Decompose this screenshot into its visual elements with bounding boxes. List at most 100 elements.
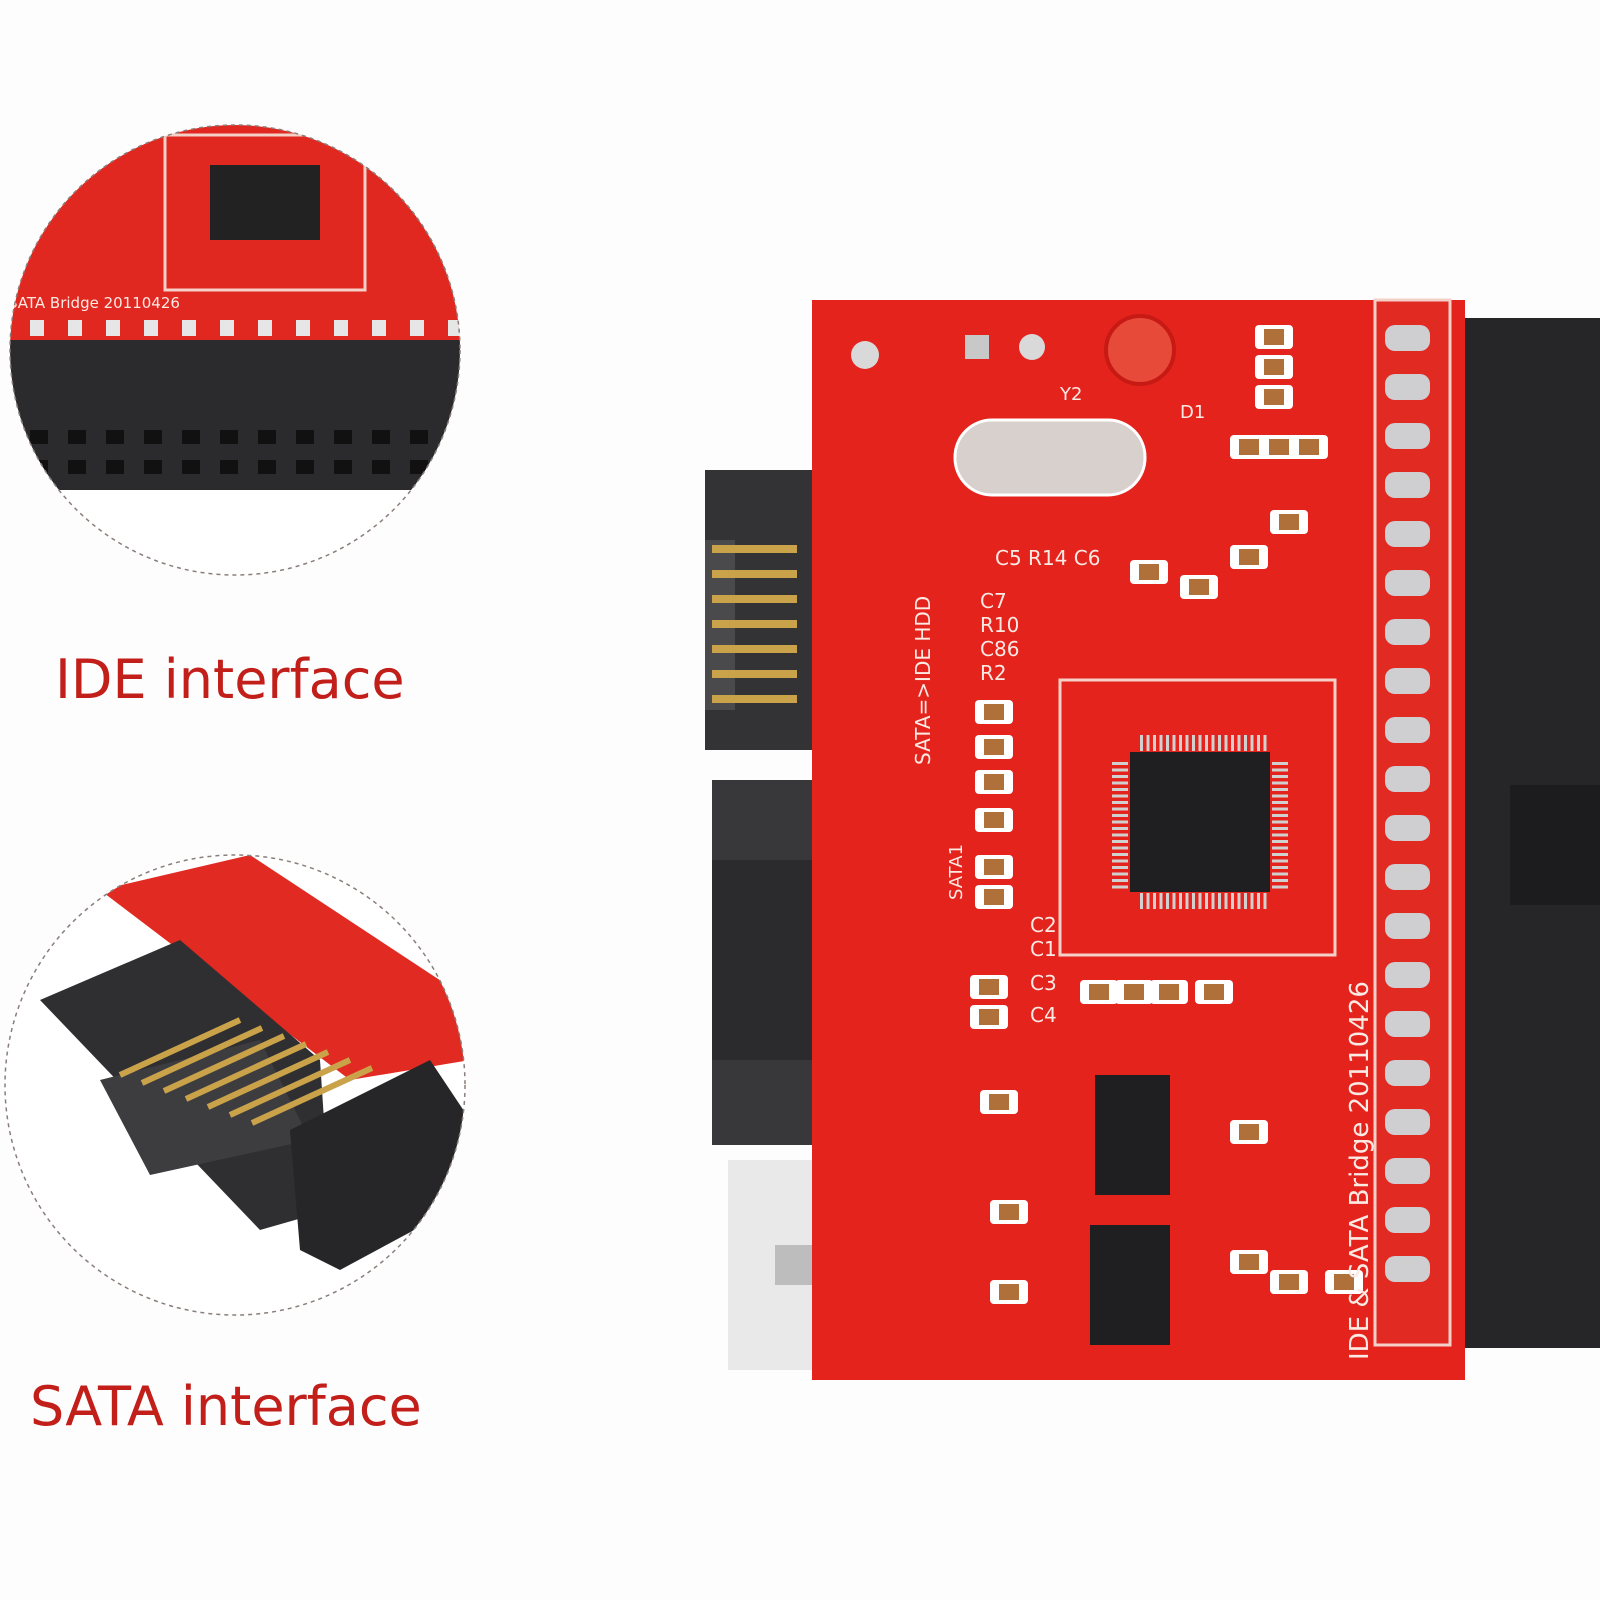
ide-interface-label: IDE interface — [55, 648, 405, 711]
chip-leg — [1218, 893, 1221, 909]
chip-leg — [1272, 762, 1288, 765]
header-hole — [258, 460, 276, 474]
smd-component — [1264, 389, 1284, 405]
silkscreen-c3: C3 — [1030, 971, 1057, 995]
gold-contact — [712, 620, 797, 628]
chip-leg — [1153, 893, 1156, 909]
smd-component — [1334, 1274, 1354, 1290]
chip-leg — [1185, 893, 1189, 909]
chip-leg — [1172, 893, 1176, 909]
smd-component — [1279, 514, 1299, 530]
ide-pin — [1385, 570, 1430, 596]
gold-contact — [162, 1033, 286, 1094]
header-pin — [182, 320, 196, 336]
header-hole — [106, 430, 124, 444]
header-hole — [296, 430, 314, 444]
smd-component — [984, 704, 1004, 720]
chip-leg — [1179, 893, 1182, 909]
silkscreen-c5r14c6: C5 R14 C6 — [995, 546, 1100, 570]
chip-leg — [1112, 762, 1128, 765]
header-hole — [410, 460, 428, 474]
chip-leg — [1112, 872, 1128, 876]
chip-leg — [1272, 820, 1288, 824]
chip-leg — [1231, 735, 1234, 751]
header-hole — [30, 430, 48, 444]
smd-component — [984, 859, 1004, 875]
header-hole — [334, 460, 352, 474]
header-hole — [106, 460, 124, 474]
smd-component — [1279, 1274, 1299, 1290]
chip-leg — [1263, 735, 1267, 751]
gold-contact — [250, 1065, 374, 1126]
smd-component — [1089, 984, 1109, 1000]
chip-leg — [1192, 735, 1195, 751]
header-hole — [448, 430, 460, 444]
chip-leg — [1112, 801, 1128, 804]
chip-leg — [1272, 827, 1288, 830]
chip-leg — [1272, 885, 1288, 889]
sata-interface-label: SATA interface — [30, 1375, 422, 1438]
gold-contact — [206, 1049, 330, 1110]
smd-component — [1159, 984, 1179, 1000]
chip-leg — [1250, 735, 1254, 751]
smd-component — [1124, 984, 1144, 1000]
chip-leg — [1185, 735, 1189, 751]
chip-leg — [1112, 814, 1128, 817]
regulator-u3 — [1095, 1075, 1170, 1195]
smd-component — [1264, 329, 1284, 345]
header-hole — [144, 460, 162, 474]
smd-component — [984, 889, 1004, 905]
smd-component — [1299, 439, 1319, 455]
chip-leg — [1112, 840, 1128, 843]
smd-component — [984, 774, 1004, 790]
ide-pin — [1385, 521, 1430, 547]
chip-leg — [1166, 893, 1169, 909]
ide-pin — [1385, 619, 1430, 645]
ide-pin — [1385, 913, 1430, 939]
chip-leg — [1244, 735, 1247, 751]
chip-leg — [1272, 814, 1288, 817]
gold-contact — [228, 1057, 352, 1118]
chip-leg — [1263, 893, 1267, 909]
header-hole — [220, 430, 238, 444]
chip-leg — [1211, 893, 1215, 909]
header-hole — [144, 430, 162, 444]
chip-leg — [1198, 735, 1202, 751]
chip-leg — [1146, 893, 1150, 909]
header-pin — [106, 320, 120, 336]
chip-leg — [1166, 735, 1169, 751]
chip-leg — [1153, 735, 1156, 751]
ide-pin — [1385, 962, 1430, 988]
chip-leg — [1272, 859, 1288, 863]
controller-chip — [1130, 752, 1270, 892]
header-pin — [334, 320, 348, 336]
chip-leg — [1112, 781, 1128, 785]
smd-component — [984, 739, 1004, 755]
chip-leg — [1272, 801, 1288, 804]
chip-leg — [1231, 893, 1234, 909]
chip-leg — [1272, 781, 1288, 785]
ide-pin — [1385, 1011, 1430, 1037]
chip-leg — [1112, 885, 1128, 889]
chip-leg — [1112, 859, 1128, 863]
smd-component — [1239, 439, 1259, 455]
chip-leg — [1224, 735, 1228, 751]
chip-leg — [1112, 879, 1128, 882]
zoom-silkscreen-bridge: SATA Bridge 20110426 — [8, 294, 180, 312]
chip-leg — [1272, 788, 1288, 791]
smd-component — [1269, 439, 1289, 455]
ide-pin — [1385, 717, 1430, 743]
chip-leg — [1211, 735, 1215, 751]
header-hole — [258, 430, 276, 444]
chip-leg — [1250, 893, 1254, 909]
chip-leg — [1198, 893, 1202, 909]
ide-pins — [1385, 325, 1430, 1282]
chip-leg — [1272, 807, 1288, 811]
chip-leg — [1112, 827, 1128, 830]
smd-component — [1189, 579, 1209, 595]
gold-contact — [118, 1017, 242, 1078]
silkscreen-bridge: IDE & SATA Bridge 20110426 — [1345, 981, 1375, 1360]
silkscreen-d1: D1 — [1180, 402, 1205, 423]
gold-contact — [712, 695, 797, 703]
